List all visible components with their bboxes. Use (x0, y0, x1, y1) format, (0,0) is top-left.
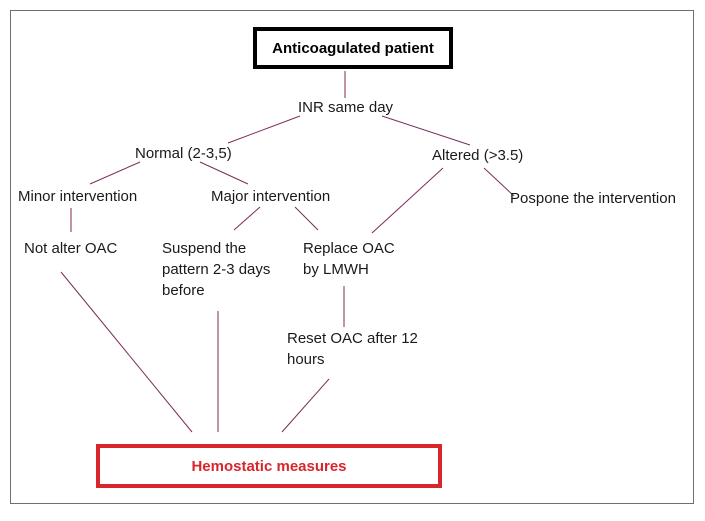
suspend-pattern-node: Suspend the pattern 2-3 days before (162, 240, 271, 299)
hemostatic-measures-box: Hemostatic measures (96, 444, 442, 488)
altered-node: Altered (>3.5) (432, 147, 524, 164)
root-node-box: Anticoagulated patient (253, 27, 453, 69)
hemostatic-measures-label: Hemostatic measures (191, 457, 347, 475)
link-inr-normal (227, 115, 301, 144)
link-reset-hemostatic (281, 378, 330, 433)
minor-intervention-node: Minor intervention (18, 188, 138, 205)
normal-node: Normal (2-3,5) (135, 145, 232, 162)
link-normal-minor (89, 161, 141, 185)
postpone-node: Pospone the intervention (510, 190, 676, 207)
major-intervention-node: Major intervention (211, 188, 331, 205)
link-altered-replace (371, 167, 444, 234)
link-inr-altered (381, 115, 471, 146)
link-major-suspend (233, 206, 261, 231)
link-normal-major (199, 161, 249, 185)
not-alter-oac-node: Not alter OAC (24, 240, 118, 257)
inr-node: INR same day (298, 99, 394, 116)
link-major-replace (294, 206, 319, 231)
replace-oac-node: Replace OAC by LMWH (303, 240, 395, 278)
root-node-label: Anticoagulated patient (272, 39, 434, 57)
link-altered-postpone (483, 167, 515, 197)
figure-frame (10, 10, 694, 504)
link-notalter-hemostatic (60, 271, 193, 433)
reset-oac-node: Reset OAC after 12 hours (287, 330, 418, 368)
